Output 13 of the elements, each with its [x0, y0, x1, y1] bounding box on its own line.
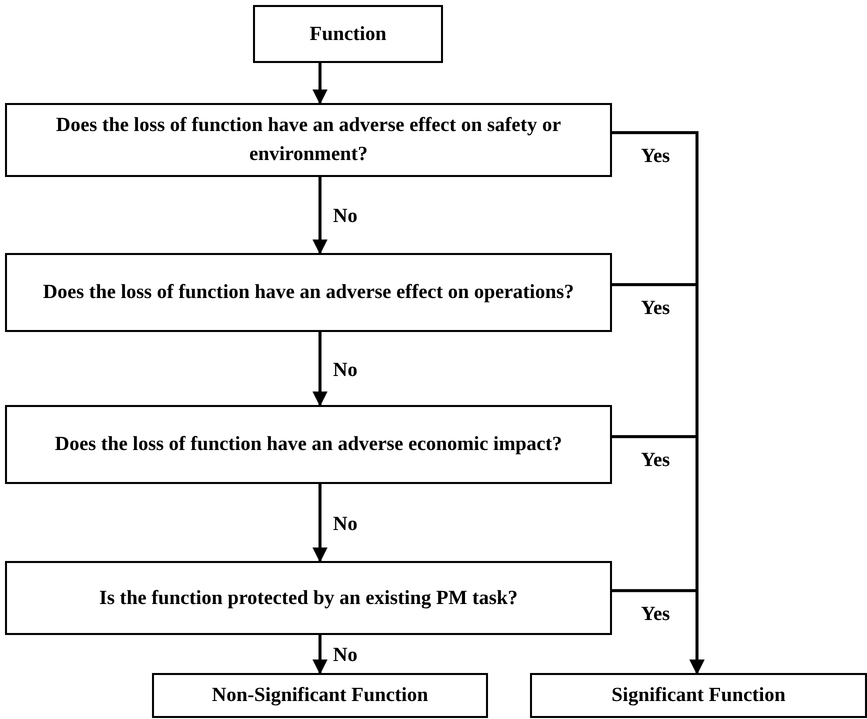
- terminal-box: Function: [253, 5, 443, 63]
- decision-box: Is the function protected by an existing PM task?: [5, 561, 612, 635]
- arrow: [612, 589, 704, 674]
- arrow: [312, 177, 328, 254]
- arrow: [312, 332, 328, 406]
- decision-box: Does the loss of function have an adverse effect on safety or environment?: [5, 103, 612, 177]
- arrow: [312, 635, 328, 674]
- decision-box: Does the loss of function have an adverse effect on operations?: [5, 253, 612, 332]
- arrow: [312, 63, 328, 104]
- terminal-box: Significant Function: [530, 673, 867, 718]
- decision-box: Does the loss of function have an adverse economic impact?: [5, 405, 612, 484]
- terminal-box: Non-Significant Function: [152, 673, 488, 718]
- arrow: [312, 484, 328, 562]
